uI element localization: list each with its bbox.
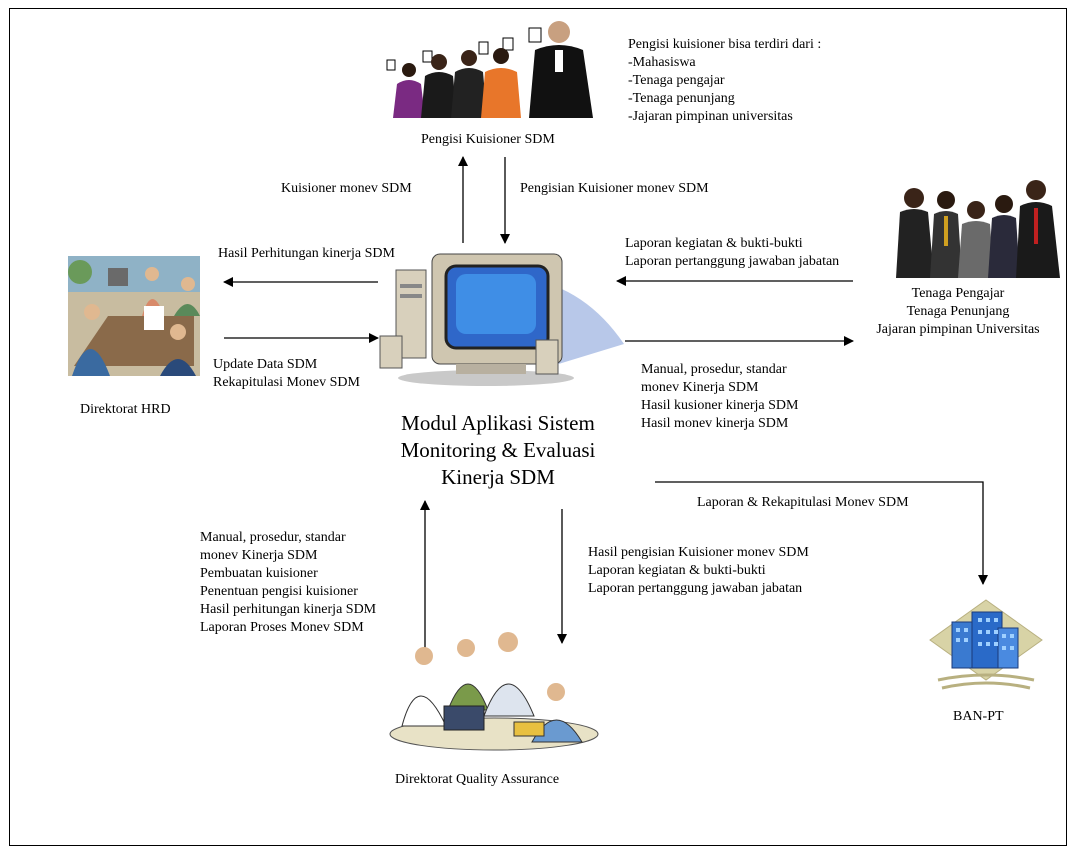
node-tenaga-label: Tenaga Pengajar Tenaga Penunjang Jajaran…	[876, 286, 1040, 337]
flow-tenaga-in-label: Laporan kegiatan & bukti-bukti Laporan p…	[625, 236, 840, 269]
flow-qa-in-label: Manual, prosedur, standar monev Kinerja …	[200, 530, 377, 635]
node-hrd-label: Direktorat HRD	[80, 402, 171, 417]
flow-to-qa-label: Hasil pengisian Kuisioner monev SDM Lapo…	[588, 545, 809, 596]
computer-icon	[379, 253, 624, 386]
building-icon	[929, 599, 1043, 690]
pengisi-note: Pengisi kuisioner bisa terdiri dari : -M…	[628, 37, 822, 124]
module-title: Modul Aplikasi Sistem Monitoring & Evalu…	[400, 411, 596, 489]
business-people-icon	[896, 180, 1060, 278]
people-with-signs-icon	[386, 21, 593, 118]
team-working-icon	[389, 632, 599, 751]
diagram-frame	[9, 8, 1067, 846]
arrow-to-banpt	[655, 481, 988, 585]
meeting-icon	[68, 256, 200, 376]
node-pengisi-label: Pengisi Kuisioner SDM	[421, 132, 555, 147]
flow-hrd-in-label: Update Data SDM Rekapitulasi Monev SDM	[213, 357, 360, 390]
node-qa-label: Direktorat Quality Assurance	[395, 772, 560, 787]
flow-to-tenaga-label: Manual, prosedur, standar monev Kinerja …	[641, 362, 799, 431]
flow-pengisian-label: Pengisian Kuisioner monev SDM	[520, 181, 709, 196]
flow-hasil-hrd-label: Hasil Perhitungan kinerja SDM	[218, 246, 395, 261]
flow-kuisioner-label: Kuisioner monev SDM	[281, 181, 412, 196]
node-banpt-label: BAN-PT	[953, 709, 1004, 724]
flow-to-banpt-label: Laporan & Rekapitulasi Monev SDM	[697, 495, 909, 510]
